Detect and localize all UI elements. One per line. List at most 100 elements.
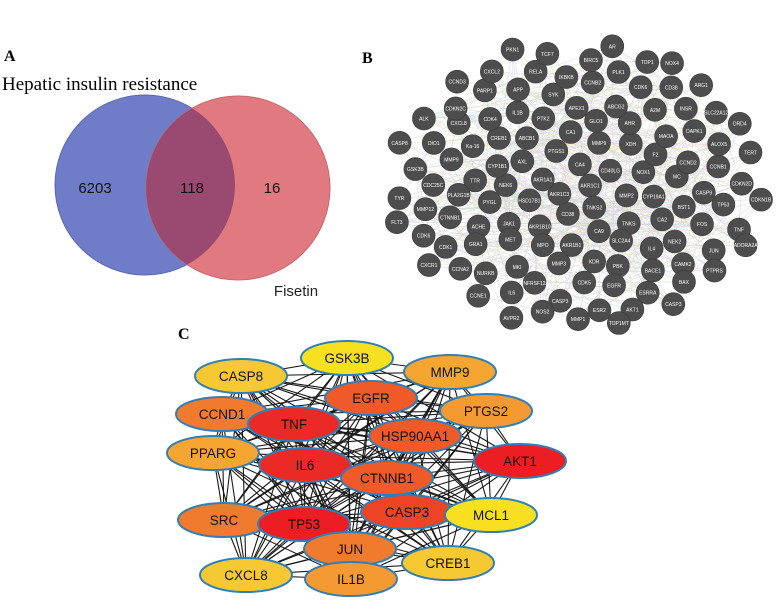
hub-node[interactable]: AKT1 <box>473 443 567 479</box>
ppi-node[interactable]: CXCR1 <box>417 253 441 277</box>
ppi-node[interactable]: MAOA <box>654 124 678 149</box>
ppi-node[interactable]: SYK <box>541 82 566 107</box>
ppi-node[interactable]: CTNNB1 <box>438 205 462 230</box>
ppi-node[interactable]: PYGL <box>477 190 502 214</box>
ppi-node[interactable]: CCNB2 <box>580 70 605 95</box>
ppi-node[interactable]: NURKB <box>473 261 498 286</box>
hub-node[interactable]: MCL1 <box>444 497 538 533</box>
hub-node[interactable]: GSK3B <box>300 340 394 376</box>
ppi-node[interactable]: PTGS1 <box>544 139 569 163</box>
ppi-node[interactable]: AKR1C3 <box>547 182 572 206</box>
ppi-node[interactable]: NOS2 <box>530 299 555 324</box>
ppi-node[interactable]: CCND2 <box>676 150 700 175</box>
ppi-node[interactable]: MMP12 <box>413 197 438 222</box>
ppi-node[interactable]: CD38 <box>556 202 580 226</box>
ppi-node[interactable]: PTPRS <box>702 258 727 283</box>
hub-node[interactable]: IL1B <box>304 561 398 597</box>
ppi-node[interactable]: MMP9 <box>587 131 611 155</box>
ppi-node[interactable]: ADORA2A <box>734 233 759 258</box>
ppi-node[interactable]: CCNA2 <box>448 257 473 281</box>
ppi-node[interactable]: TP53 <box>711 192 736 217</box>
ppi-node[interactable]: TCF7 <box>535 41 560 66</box>
ppi-node[interactable]: APP <box>506 77 530 102</box>
ppi-node[interactable]: BST1 <box>672 194 696 219</box>
ppi-node[interactable]: PLK1 <box>606 60 631 84</box>
ppi-node[interactable]: AXL <box>510 149 535 174</box>
ppi-node[interactable]: CD38 <box>659 75 684 100</box>
ppi-node[interactable]: CASP9 <box>692 180 716 205</box>
ppi-node[interactable]: MMP1 <box>566 307 590 331</box>
ppi-node[interactable]: ALK <box>412 106 436 131</box>
ppi-node[interactable]: MET <box>498 227 523 252</box>
ppi-node[interactable]: TERT <box>738 140 763 165</box>
ppi-node[interactable]: DIO1 <box>421 131 446 155</box>
ppi-node[interactable]: FOS <box>690 212 714 237</box>
hub-node[interactable]: CXCL8 <box>199 557 293 593</box>
ppi-node[interactable]: AR <box>600 34 625 59</box>
ppi-node[interactable]: EGFR <box>602 273 626 298</box>
ppi-node[interactable]: CDK6 <box>411 223 436 248</box>
ppi-node[interactable]: CYP19A1 <box>641 184 666 209</box>
ppi-node[interactable]: NOX1 <box>631 160 656 184</box>
ppi-node[interactable]: CDK1 <box>433 235 458 259</box>
ppi-node[interactable]: SLC22A12 <box>704 100 729 125</box>
ppi-node[interactable]: F2 <box>643 142 668 167</box>
hub-node[interactable]: PPARG <box>166 435 260 471</box>
ppi-node[interactable]: KDR <box>582 249 606 274</box>
ppi-node[interactable]: CA4 <box>568 152 592 177</box>
ppi-node[interactable]: BAX <box>672 270 696 294</box>
ppi-node[interactable]: CASP3 <box>548 289 572 313</box>
ppi-node[interactable]: APEX1 <box>564 96 589 120</box>
hub-node[interactable]: CREB1 <box>401 545 495 581</box>
ppi-node[interactable]: MMP9 <box>439 147 464 172</box>
ppi-node[interactable]: INSR <box>674 96 698 121</box>
hub-node[interactable]: TP53 <box>257 506 351 542</box>
hub-node[interactable]: EGFR <box>324 380 418 416</box>
ppi-node[interactable]: CCND3 <box>445 69 469 94</box>
hub-node[interactable]: CTNNB1 <box>340 460 434 496</box>
ppi-node[interactable]: CXCL2 <box>480 59 504 84</box>
ppi-node[interactable]: CDKN1B <box>749 187 773 212</box>
ppi-node[interactable]: CASP8 <box>387 130 412 155</box>
ppi-node[interactable]: IKBKB <box>554 65 579 89</box>
hub-node[interactable]: HSP90AA1 <box>368 418 462 454</box>
ppi-node[interactable]: AKR1B1 <box>559 233 584 257</box>
ppi-node[interactable]: ABCG2 <box>604 94 628 119</box>
ppi-node[interactable]: CA9 <box>587 219 611 244</box>
ppi-node[interactable]: HSD17B1 <box>517 188 542 213</box>
ppi-node[interactable]: CDK4 <box>478 107 502 131</box>
ppi-node[interactable]: BACE1 <box>641 258 665 283</box>
hub-node[interactable]: CASP3 <box>360 494 454 530</box>
ppi-node[interactable]: CDKN2C <box>443 96 468 121</box>
ppi-node[interactable]: MMP3 <box>547 251 571 276</box>
ppi-node[interactable]: PLA2G1B <box>446 182 471 207</box>
ppi-node[interactable]: ESRRA <box>635 280 660 305</box>
ppi-node[interactable]: BIRC5 <box>579 48 603 72</box>
ppi-node[interactable]: CASP3 <box>661 292 686 316</box>
hub-node[interactable]: SRC <box>177 502 271 538</box>
ppi-node[interactable]: GRA1 <box>463 232 488 256</box>
ppi-node[interactable]: JUN <box>701 238 726 263</box>
ppi-node[interactable]: TYR <box>387 186 412 210</box>
ppi-node[interactable]: NOX4 <box>660 51 684 76</box>
ppi-node[interactable]: ALOX5 <box>707 132 731 156</box>
ppi-node[interactable]: TNKS2 <box>582 195 607 220</box>
ppi-node[interactable]: ARG1 <box>689 73 713 97</box>
hub-node[interactable]: IL6 <box>258 447 352 483</box>
ppi-node[interactable]: TOP1MT <box>607 311 631 335</box>
ppi-node[interactable]: IL6 <box>499 280 524 305</box>
hub-node[interactable]: PTGS2 <box>439 393 533 429</box>
ppi-node[interactable]: CDK6 <box>628 75 653 100</box>
ppi-node[interactable]: GLO1 <box>584 109 608 133</box>
ppi-node[interactable]: MPO <box>530 233 555 258</box>
ppi-node[interactable]: AKR1A1 <box>530 167 555 192</box>
ppi-node[interactable]: ESR2 <box>587 298 612 323</box>
ppi-node[interactable]: NEK2 <box>662 229 687 254</box>
hub-node[interactable]: TNF <box>247 406 341 442</box>
hub-node[interactable]: MMP9 <box>403 354 497 390</box>
ppi-node[interactable]: CCNE1 <box>466 283 491 308</box>
hub-node[interactable]: CASP8 <box>194 358 288 394</box>
ppi-node[interactable]: CA2 <box>650 207 674 232</box>
ppi-node[interactable]: CCNB1 <box>706 154 731 179</box>
ppi-node[interactable]: PKN1 <box>500 37 525 62</box>
